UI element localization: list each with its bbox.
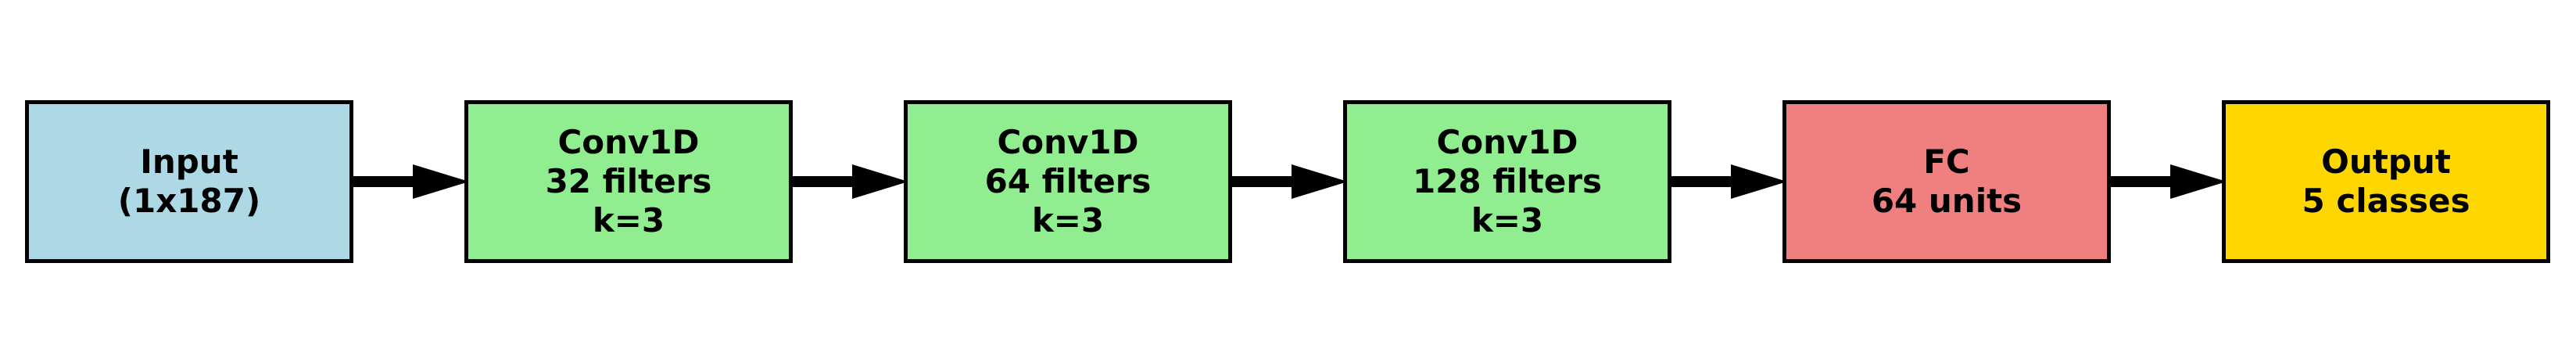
block-conv1d-32: Conv1D 32 filters k=3 bbox=[464, 100, 793, 263]
block-conv1d-32-line-2: 32 filters bbox=[545, 162, 712, 200]
block-fc-line-2: 64 units bbox=[1871, 182, 2022, 220]
arrow-3 bbox=[1232, 164, 1348, 199]
block-conv1d-128-line-1: Conv1D bbox=[1436, 123, 1578, 161]
block-output-line-2: 5 classes bbox=[2302, 182, 2470, 220]
block-conv1d-128: Conv1D 128 filters k=3 bbox=[1343, 100, 1671, 263]
block-conv1d-128-line-3: k=3 bbox=[1471, 201, 1544, 240]
arrow-2 bbox=[793, 164, 908, 199]
block-conv1d-64-line-2: 64 filters bbox=[984, 162, 1152, 200]
block-output: Output 5 classes bbox=[2222, 100, 2550, 263]
block-conv1d-64-line-1: Conv1D bbox=[997, 123, 1139, 161]
block-input-line-1: Input bbox=[140, 142, 238, 181]
block-fc-line-1: FC bbox=[1923, 142, 1970, 181]
block-input: Input (1x187) bbox=[25, 100, 353, 263]
block-output-line-1: Output bbox=[2321, 142, 2451, 181]
arrow-1 bbox=[353, 164, 469, 199]
block-input-line-2: (1x187) bbox=[117, 182, 261, 220]
block-conv1d-128-line-2: 128 filters bbox=[1412, 162, 1603, 200]
block-conv1d-32-line-3: k=3 bbox=[592, 201, 665, 240]
block-conv1d-64: Conv1D 64 filters k=3 bbox=[904, 100, 1232, 263]
arrow-4 bbox=[1671, 164, 1787, 199]
block-conv1d-64-line-3: k=3 bbox=[1031, 201, 1105, 240]
block-conv1d-32-line-1: Conv1D bbox=[557, 123, 700, 161]
block-fc: FC 64 units bbox=[1782, 100, 2111, 263]
arrow-5 bbox=[2111, 164, 2227, 199]
